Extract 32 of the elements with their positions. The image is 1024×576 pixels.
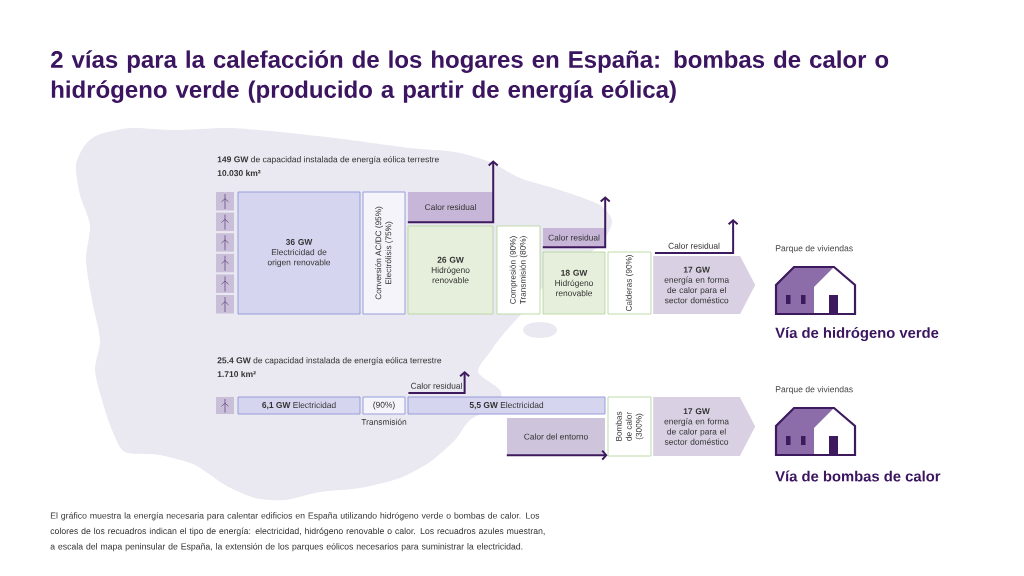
arrow [505, 449, 608, 461]
section-label: Parque de viviendas [775, 245, 853, 253]
energy-box: 36 GW Electricidad de origen renovable [237, 191, 361, 315]
arrow [541, 196, 611, 249]
arrow [653, 219, 739, 254]
process-box: Bombas de calor (300%) [607, 396, 652, 457]
energy-box: 5,5 GW Electricidad [407, 396, 606, 415]
info-text: 25.4 GW de capacidad instalada de energía eólica terrestre [217, 357, 442, 365]
energy-box: 6,1 GW Electricidad [237, 396, 361, 415]
arrow [406, 160, 499, 224]
pathway-title: Vía de hidrógeno verde [775, 327, 939, 341]
process-label: Transmisión [361, 418, 407, 425]
area-text: 1.710 km² [217, 370, 256, 378]
heat-box: Calor del entorno [507, 418, 605, 455]
process-box: (90%) [362, 396, 406, 415]
pathway-title: Vía de bombas de calor [775, 470, 941, 482]
info-text: 149 GW de capacidad instalada de energía eólica terrestre [217, 156, 439, 164]
area-text: 10.030 km² [217, 169, 261, 177]
process-box: Conversión AC/DC (95%) Electrólisis (75%) [362, 191, 406, 315]
flow-label: Calor residual [668, 242, 720, 249]
arrow [407, 371, 471, 394]
title: 2 vías para la calefacción de los hogares en España: bombas de calor o hidrógeno verde (producido a partir de energía eólica) [51, 50, 889, 103]
energy-box: 26 GW Hidrógeno renovable [407, 225, 494, 315]
flow-label: Calor residual [411, 382, 462, 389]
chevron-box: 17 GW energía en forma de calor para el sector doméstico [653, 256, 756, 314]
energy-box: 18 GW Hidrógeno renovable [542, 251, 606, 315]
chevron-box: 17 GW energía en forma de calor para el sector doméstico [653, 397, 756, 456]
process-box: Calderas (90%) [607, 251, 652, 315]
process-box: Compresión (90%) Transmisión (80%) [496, 225, 541, 315]
section-label: Parque de viviendas [775, 386, 853, 394]
caption: El gráfico muestra la energía necesaria para calentar edificios en España utilizando hidrógeno verde o bombas de calor. Los colores de los recuadros indican el tipo de energía: electricidad, hidrógeno renovable o calor. Los recuadros azules muestran, a escala del mapa peninsular de España, la extensión de los parques eólicos necesarios para suministrar la electricidad. [50, 512, 545, 552]
heat-band: Calor residual [408, 192, 493, 222]
